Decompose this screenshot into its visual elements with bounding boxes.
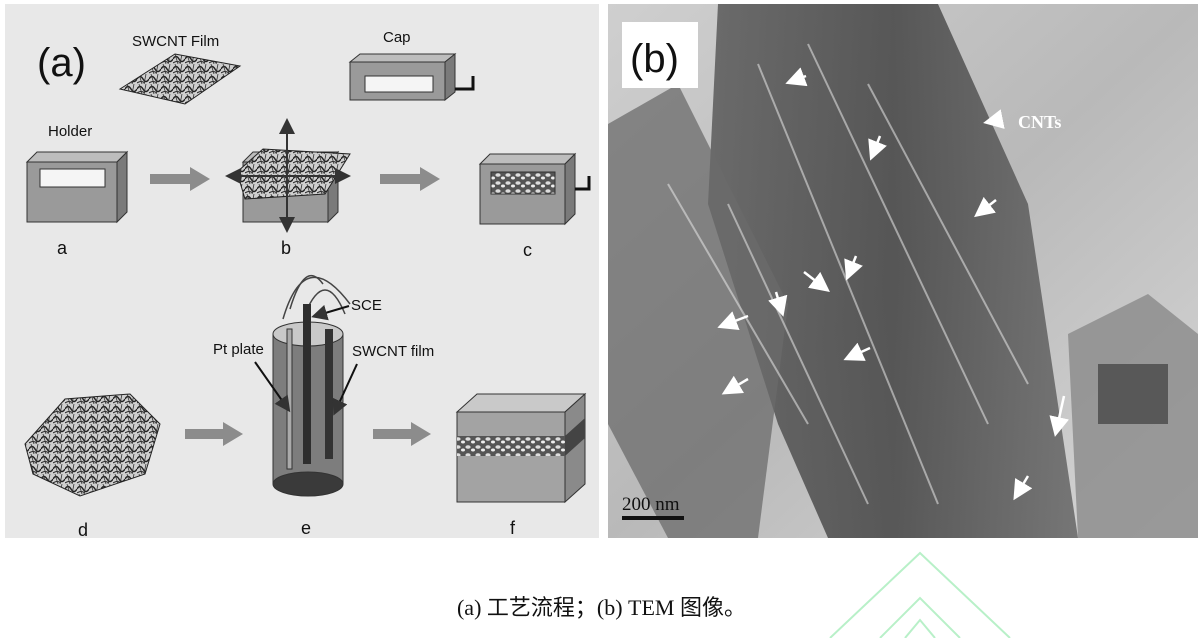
cnts-label: CNTs: [1018, 112, 1061, 132]
swcnt-film-electrode: [325, 329, 333, 459]
step-e-label: e: [301, 518, 311, 538]
swcnt-film-sheet: [118, 53, 242, 105]
flow-arrow-4: [373, 422, 431, 446]
electrochemical-cell: [272, 274, 351, 497]
composite-block: [455, 392, 587, 504]
cnt-streaks: [667, 43, 1029, 505]
process-diagram-svg: (a) SWCNT Film Cap Holder a: [24, 29, 591, 540]
holder-with-film: [225, 118, 351, 233]
pt-plate-label: Pt plate: [213, 341, 264, 358]
panel-b-tag: (b): [630, 37, 679, 81]
step-a-label: a: [57, 238, 68, 258]
flow-arrow-2: [380, 167, 440, 191]
flow-arrow-1: [150, 167, 210, 191]
figure-caption: (a) 工艺流程；(b) TEM 图像。: [456, 595, 746, 620]
panel-a-tag: (a): [37, 41, 86, 85]
cap-label: Cap: [383, 29, 411, 46]
swcnt-film-lower-label: SWCNT film: [352, 343, 434, 360]
cnt-arrows: [717, 67, 1070, 501]
step-d-label: d: [78, 520, 88, 538]
sce-electrode: [303, 304, 311, 464]
cap-frame: [348, 52, 475, 102]
swcnt-film-label: SWCNT Film: [132, 33, 219, 50]
pt-plate-electrode: [286, 328, 293, 470]
fiber-bundle-left: [608, 84, 788, 538]
holder-label: Holder: [48, 123, 92, 140]
tem-image-panel: (b) CNTs 200 nm: [608, 4, 1198, 538]
scale-bar: [622, 516, 684, 520]
sce-label: SCE: [351, 297, 382, 314]
fiber-bundle-main: [708, 4, 1078, 538]
process-diagram-panel: (a) SWCNT Film Cap Holder a: [5, 4, 599, 540]
watermark-logo: [829, 551, 1011, 638]
panel-b-tag-box: [622, 22, 698, 88]
step-c-label: c: [523, 240, 532, 260]
step-b-label: b: [281, 238, 291, 258]
swcnt-film-mesh: [24, 393, 161, 497]
scale-bar-label: 200 nm: [622, 494, 680, 515]
step-f-label: f: [510, 518, 516, 538]
flow-arrow-3: [185, 422, 243, 446]
holder-box: [25, 150, 129, 224]
tem-image-svg: (b) CNTs 200 nm: [608, 4, 1198, 538]
capped-holder: [478, 152, 591, 226]
